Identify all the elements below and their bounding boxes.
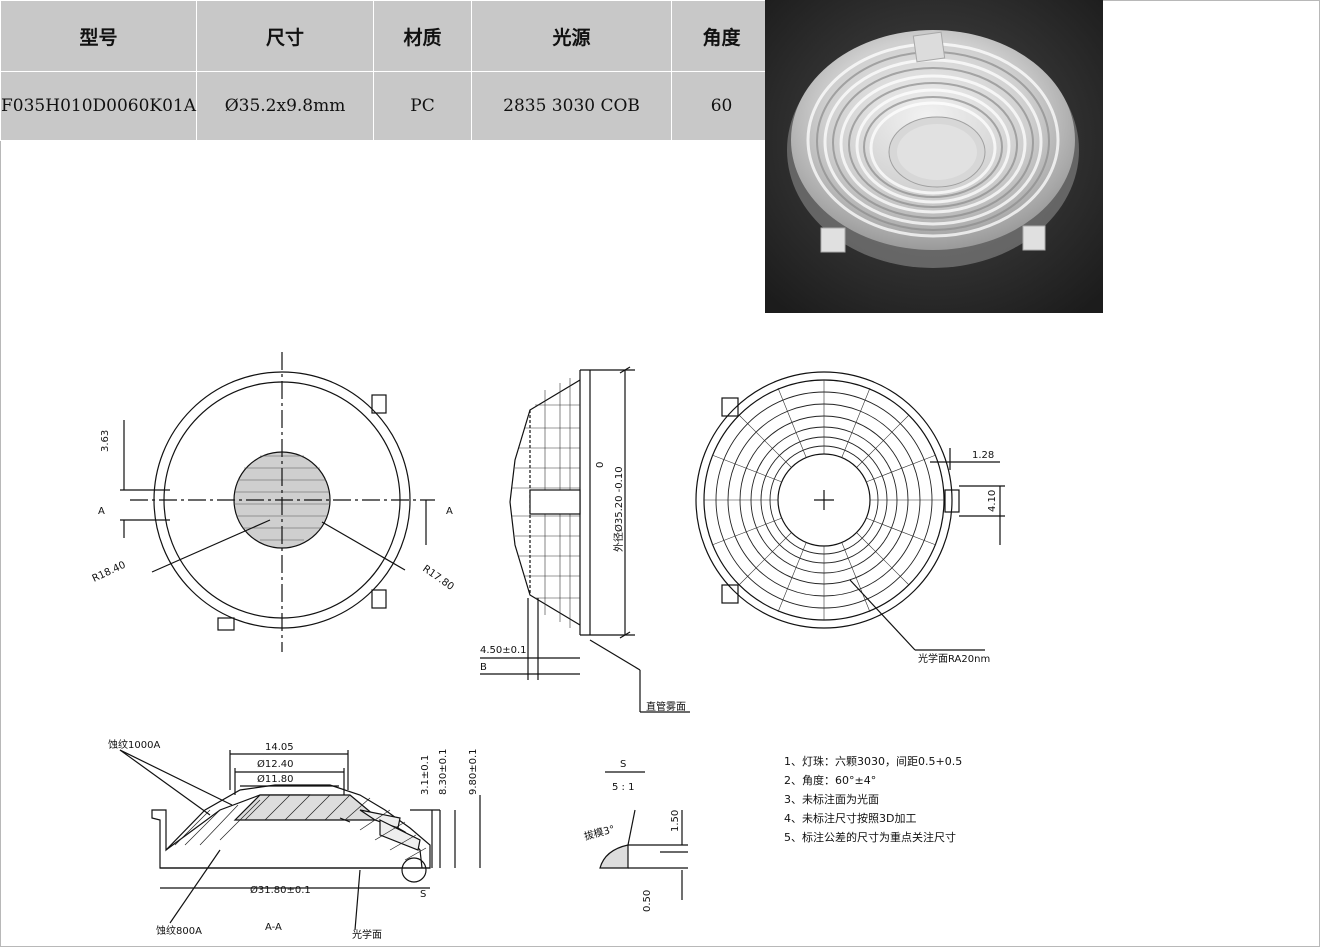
section-label-s: S <box>420 889 426 900</box>
detail-view <box>599 771 688 900</box>
detail-scale: 5 : 1 <box>612 782 634 793</box>
side-label-b: B <box>480 662 487 673</box>
header-size: 尺寸 <box>196 0 375 72</box>
section-optical-label: 光学面 <box>352 928 382 940</box>
cell-light-source: 2835 3030 COB <box>471 71 673 141</box>
lens-photo <box>765 0 1103 313</box>
side-dim-450: 4.50±0.1 <box>480 645 527 656</box>
technical-drawing: 3.63 A A R18.40 R17.80 外径Ø35.20 -0.10 0 … <box>91 352 1005 940</box>
header-material: 材质 <box>373 0 473 72</box>
side-dim-zero: 0 <box>595 462 606 468</box>
detail-dim-150: 1.50 <box>670 810 681 832</box>
spec-data-row: F035H010D0060K01A Ø35.2x9.8mm PC 2835 30… <box>0 71 773 141</box>
section-dim-83: 8.30±0.1 <box>438 748 449 795</box>
section-dim-98: 9.80±0.1 <box>468 748 479 795</box>
section-dim-31: 3.1±0.1 <box>420 755 431 795</box>
side-matte-label: 直管雾面 <box>646 700 686 713</box>
front-radius-left: R18.40 <box>91 560 128 585</box>
side-dim-outer: 外径Ø35.20 -0.10 <box>612 466 625 552</box>
front-label-a-left: A <box>98 506 105 517</box>
note-item: 3、未标注面为光面 <box>784 793 879 806</box>
front-radius-right: R17.80 <box>420 563 455 592</box>
note-item: 1、灯珠：六颗3030，间距0.5+0.5 <box>784 755 963 768</box>
section-etch-800: 蚀纹800A <box>156 924 202 937</box>
drawing-notes: 1、灯珠：六颗3030，间距0.5+0.5 2、角度：60°±4° 3、未标注面… <box>784 752 962 847</box>
front-view <box>120 352 435 652</box>
section-dim-1240: Ø12.40 <box>257 758 294 770</box>
front-dim-363: 3.63 <box>100 430 111 452</box>
note-item: 2、角度：60°±4° <box>784 774 877 787</box>
section-dim-1180: Ø11.80 <box>257 773 294 785</box>
cell-model: F035H010D0060K01A <box>0 71 198 141</box>
header-model: 型号 <box>0 0 198 72</box>
section-etch-1000: 蚀纹1000A <box>108 738 160 751</box>
note-item: 4、未标注尺寸按照3D加工 <box>784 812 917 825</box>
section-dim-3180: Ø31.80±0.1 <box>250 884 311 896</box>
section-dim-1405: 14.05 <box>265 742 294 753</box>
back-optical-label: 光学面RA20nm <box>918 652 990 665</box>
header-light-source: 光源 <box>471 0 673 72</box>
note-item: 5、标注公差的尺寸为重点关注尺寸 <box>784 831 956 844</box>
cell-size: Ø35.2x9.8mm <box>196 71 375 141</box>
detail-title-s: S <box>620 759 626 770</box>
side-view <box>480 366 690 713</box>
spec-table: 型号 尺寸 材质 光源 角度 F035H010D0060K01A Ø35.2x9… <box>0 0 773 141</box>
detail-dim-050: 0.50 <box>642 890 653 912</box>
detail-draft-label: 拔模3° <box>582 822 616 843</box>
back-view <box>695 371 1005 651</box>
cell-material: PC <box>373 71 473 141</box>
front-label-a-right: A <box>446 506 453 517</box>
section-view <box>119 749 481 931</box>
section-title: A-A <box>265 922 282 933</box>
header-angle: 角度 <box>671 0 773 72</box>
cell-angle: 60 <box>671 71 773 141</box>
back-dim-128: 1.28 <box>972 450 994 461</box>
back-dim-410: 4.10 <box>987 490 998 512</box>
spec-header-row: 型号 尺寸 材质 光源 角度 <box>0 0 773 72</box>
